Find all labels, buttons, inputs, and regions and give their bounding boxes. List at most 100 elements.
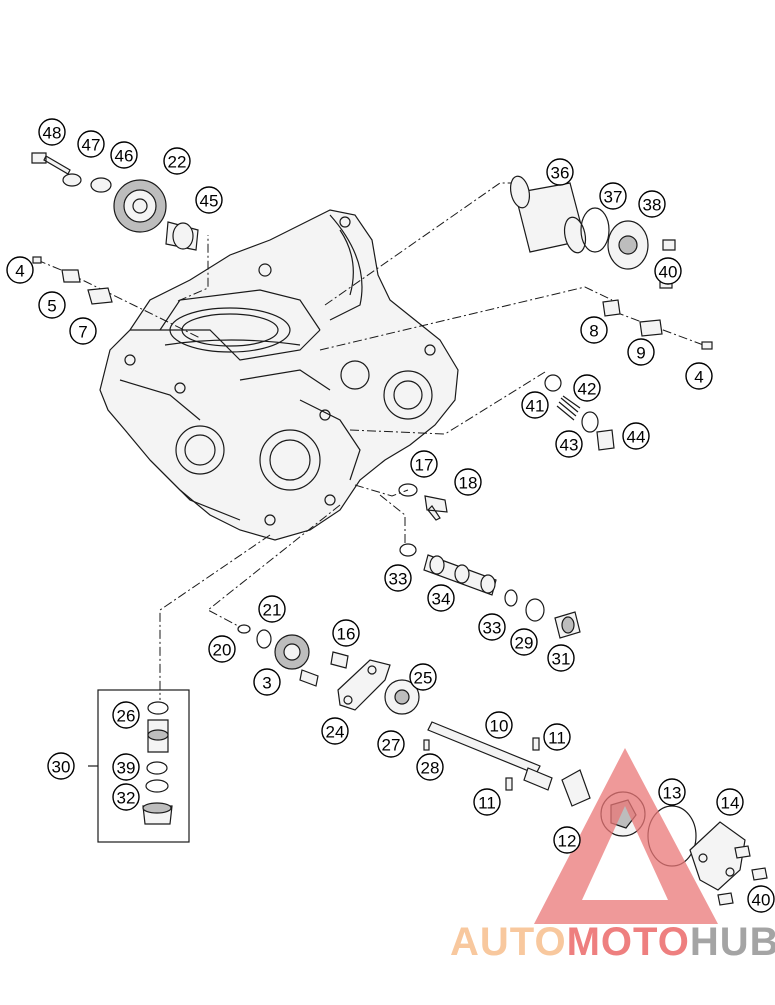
callout-32: 32 (112, 783, 140, 811)
callout-circle (112, 701, 140, 729)
callout-circle (195, 186, 223, 214)
callout-34: 34 (427, 584, 455, 612)
callout-33: 33 (384, 564, 412, 592)
callout-30: 30 (47, 752, 75, 780)
callout-number: 39 (117, 759, 136, 778)
plate-part-9 (639, 319, 663, 337)
callout-circle (599, 182, 627, 210)
callout-38: 38 (638, 190, 666, 218)
watermark-moto-text: MOTO (567, 920, 690, 964)
callout-circle (208, 635, 236, 663)
pin-part-11b (505, 777, 513, 791)
callout-number: 22 (168, 153, 187, 172)
callout-number: 14 (721, 794, 740, 813)
callout-circle (427, 584, 455, 612)
callout-circle (77, 130, 105, 158)
callout-number: 17 (415, 456, 434, 475)
callout-circle (163, 147, 191, 175)
callout-circle (69, 317, 97, 345)
callout-circle (110, 141, 138, 169)
callout-number: 30 (52, 758, 71, 777)
plug-part-44 (596, 429, 615, 451)
callout-number: 31 (552, 650, 571, 669)
callout-24: 24 (321, 717, 349, 745)
screw-part-18 (424, 495, 448, 521)
plate-part-7 (87, 287, 113, 305)
callout-circle (658, 778, 686, 806)
callout-circle (485, 711, 513, 739)
callout-number: 13 (663, 784, 682, 803)
callout-36: 36 (546, 158, 574, 186)
callout-number: 34 (432, 590, 451, 609)
callout-27: 27 (377, 730, 405, 758)
callout-46: 46 (110, 141, 138, 169)
screw-part-4a (32, 256, 42, 264)
callout-13: 13 (658, 778, 686, 806)
o-ring-part-33b (504, 589, 518, 607)
callout-number: 48 (43, 124, 62, 143)
callout-number: 12 (558, 832, 577, 851)
o-ring-part-33a (399, 543, 417, 557)
crankcase (99, 209, 459, 541)
screw-part-4b (701, 341, 713, 350)
callout-number: 8 (589, 322, 598, 341)
callout-31: 31 (547, 644, 575, 672)
callout-17: 17 (410, 450, 438, 478)
callout-7: 7 (69, 317, 97, 345)
callout-26: 26 (112, 701, 140, 729)
callout-number: 28 (421, 759, 440, 778)
callout-20: 20 (208, 635, 236, 663)
watermark-hub-text: HUB (690, 920, 775, 964)
callout-circle (547, 644, 575, 672)
callout-number: 20 (213, 641, 232, 660)
callout-29: 29 (510, 628, 538, 656)
callout-circle (258, 595, 286, 623)
kit-box-part-30 (97, 689, 190, 843)
callout-number: 4 (15, 262, 24, 281)
callout-number: 33 (389, 570, 408, 589)
callout-number: 27 (382, 736, 401, 755)
small-parts (32, 256, 713, 350)
oil-filter-group (509, 175, 676, 289)
cover-part-14 (689, 821, 746, 891)
plate-part-5 (61, 269, 81, 283)
callout-3: 3 (253, 668, 281, 696)
washer-part-46 (90, 177, 112, 193)
callout-number: 40 (659, 263, 678, 282)
callout-circle (555, 430, 583, 458)
callout-42: 42 (573, 374, 601, 402)
callout-21: 21 (258, 595, 286, 623)
callout-number: 10 (490, 717, 509, 736)
callout-5: 5 (38, 291, 66, 319)
callout-number: 26 (117, 707, 136, 726)
callout-circle (47, 752, 75, 780)
callout-circle (573, 374, 601, 402)
watermark-logo: AUTOMOTOHUB (450, 748, 775, 964)
washer-part-21 (256, 629, 272, 649)
callout-number: 41 (526, 397, 545, 416)
washer-part-47 (62, 173, 82, 187)
shaft-end (523, 767, 553, 791)
screw-part-40-lower-a (734, 845, 751, 859)
callout-11: 11 (543, 723, 571, 751)
callout-40: 40 (747, 885, 775, 913)
callout-number: 42 (578, 380, 597, 399)
washer-part-29 (525, 598, 545, 622)
pump-gear-group (237, 624, 420, 715)
callout-circle (543, 723, 571, 751)
callout-28: 28 (416, 753, 444, 781)
callout-number: 24 (326, 723, 345, 742)
bracket-part-12 (561, 769, 591, 807)
gear-assembly-upper (31, 152, 199, 251)
callout-12: 12 (553, 826, 581, 854)
relief-valve-group (544, 374, 615, 451)
callout-number: 43 (560, 436, 579, 455)
callout-circle (747, 885, 775, 913)
callout-33: 33 (478, 613, 506, 641)
callout-circle (685, 362, 713, 390)
callout-11: 11 (473, 788, 501, 816)
clip-part-20 (237, 624, 251, 634)
leader-lines (36, 182, 707, 700)
